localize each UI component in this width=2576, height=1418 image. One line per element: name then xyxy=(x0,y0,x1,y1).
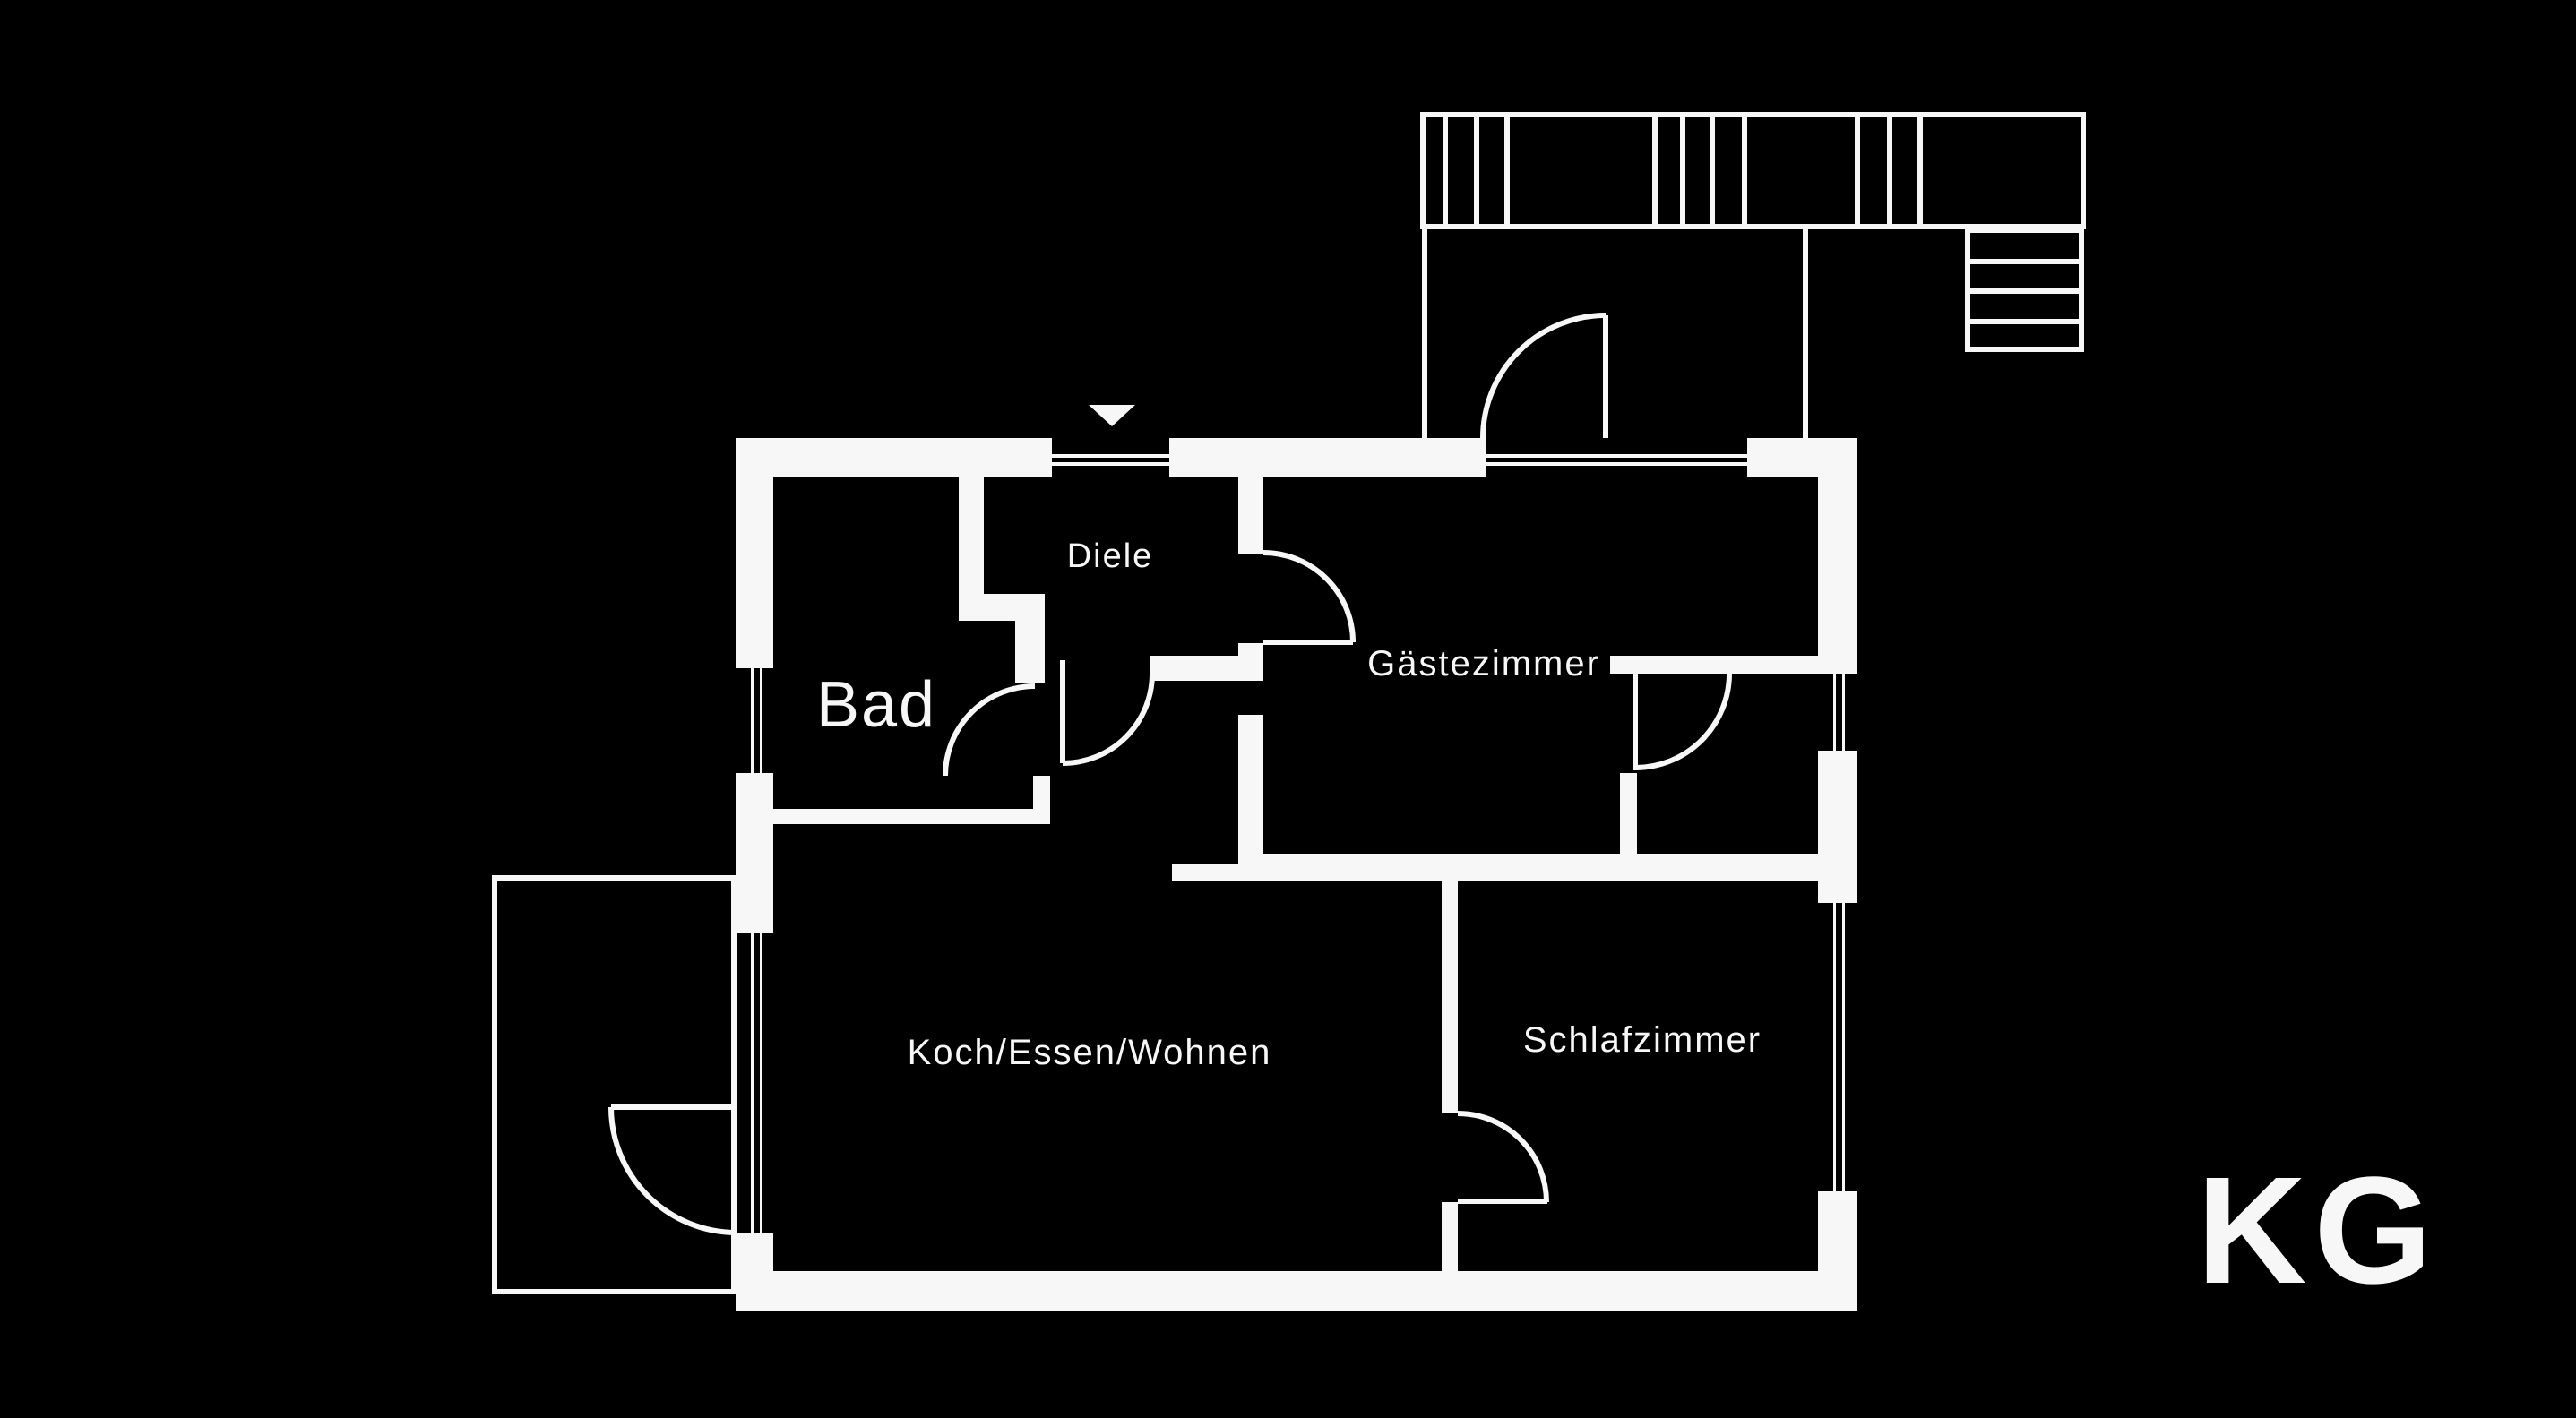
room-label-diele: Diele xyxy=(1067,537,1154,575)
diele-south-wall xyxy=(1150,656,1238,681)
koch-schlaf-wall-lower xyxy=(1442,1202,1458,1271)
floor-level-label: KG xyxy=(2197,1146,2440,1316)
doors xyxy=(608,313,1732,1235)
gaeste-west-wall-lower xyxy=(1238,715,1263,864)
right-wall-mid xyxy=(1818,751,1857,903)
right-wall-top xyxy=(1818,438,1857,674)
left-wall-mid xyxy=(736,773,773,933)
top-wall-left xyxy=(736,438,1052,477)
room-label-koch-essen-wohnen: Koch/Essen/Wohnen xyxy=(908,1033,1272,1072)
koch-schlaf-wall-upper xyxy=(1442,881,1458,1113)
window-top-terrace xyxy=(1486,443,1747,473)
terrace-room-walls xyxy=(1422,227,1808,438)
room-labels: Bad Diele Gästezimmer Koch/Essen/Wohnen … xyxy=(816,537,1762,1072)
window-right-lower xyxy=(1822,903,1851,1191)
windows xyxy=(740,443,1851,1233)
gaeste-schlaf-divider xyxy=(1263,854,1818,881)
interior-walls xyxy=(773,477,1818,1271)
entrance-arrow-icon xyxy=(1089,405,1135,426)
closet-door xyxy=(1633,673,1732,770)
window-left-upper xyxy=(740,668,769,773)
terrace-structure xyxy=(1420,112,2086,438)
room-label-gaestezimmer: Gästezimmer xyxy=(1367,644,1600,683)
schlafzimmer-door xyxy=(1457,1111,1549,1204)
gaeste-west-wall-mid xyxy=(1238,643,1263,681)
entrance-threshold xyxy=(1052,443,1169,473)
window-left-lower xyxy=(740,933,769,1233)
bad-door xyxy=(943,683,1036,777)
diele-wohnen-door xyxy=(1060,660,1155,766)
gaeste-west-wall-upper xyxy=(1238,477,1263,554)
room-label-schlafzimmer: Schlafzimmer xyxy=(1523,1020,1762,1060)
exterior-stairs xyxy=(1965,228,2084,352)
kitchen-divider-extension xyxy=(1172,864,1263,881)
room-label-bad: Bad xyxy=(816,669,936,741)
pergola-posts xyxy=(1443,115,1923,227)
pergola-band-outline xyxy=(1420,112,2086,229)
closet-west-wall xyxy=(1620,773,1637,854)
bad-south-wall xyxy=(773,809,1050,824)
window-right-upper xyxy=(1822,674,1851,751)
diele-gaestezimmer-door xyxy=(1262,550,1356,645)
bad-door-hinge-block xyxy=(1033,776,1050,824)
terrace-door xyxy=(608,1104,737,1235)
outer-walls xyxy=(736,438,1857,1311)
top-wall-mid xyxy=(1169,438,1486,477)
bad-east-wall-lower xyxy=(1015,594,1045,683)
terrace-room-door xyxy=(1480,313,1608,439)
closet-north-wall xyxy=(1610,656,1818,674)
garden-terrace-outline xyxy=(492,875,737,1294)
bottom-wall xyxy=(736,1271,1857,1311)
